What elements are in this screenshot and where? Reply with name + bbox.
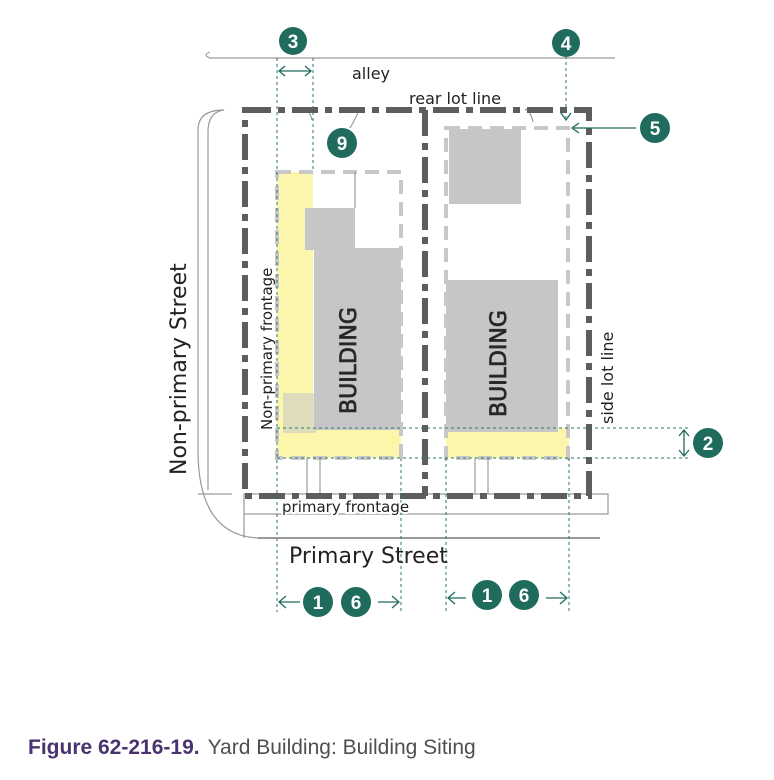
callout-2-circle bbox=[693, 428, 723, 458]
callout-5-number: 5 bbox=[650, 119, 661, 140]
dim-16-left-left-arrow bbox=[278, 595, 300, 609]
primary-building-left bbox=[314, 248, 401, 430]
figure-title: Yard Building: Building Siting bbox=[207, 736, 476, 759]
rear-lot-line-label: rear lot line bbox=[409, 89, 501, 108]
figure-caption: Figure 62-216-19. Yard Building: Building… bbox=[28, 736, 476, 760]
callout-1-left: 1 bbox=[303, 587, 333, 617]
callout-4-arrowhead bbox=[560, 112, 572, 122]
primary-building-right bbox=[446, 280, 558, 432]
callout-6-right-circle bbox=[509, 580, 539, 610]
callout-9-number: 9 bbox=[337, 134, 348, 155]
building-left-label: BUILDING bbox=[337, 307, 362, 414]
primary-building-left-annex bbox=[305, 208, 355, 250]
sidewalk-corner bbox=[198, 493, 609, 538]
front-yard-highlight-right bbox=[446, 428, 569, 458]
primary-frontage-label: primary frontage bbox=[282, 498, 409, 516]
callout-2-number: 2 bbox=[703, 434, 714, 455]
alley-label: alley bbox=[352, 64, 390, 83]
callout-markers: 3 4 5 9 2 1 6 1 bbox=[279, 27, 723, 617]
non-primary-street-curb-outer bbox=[197, 109, 600, 539]
non-primary-street-label: Non-primary Street bbox=[167, 263, 192, 475]
callout-9: 9 bbox=[327, 128, 357, 158]
callout-4-circle bbox=[552, 29, 580, 57]
figure-number: Figure 62-216-19. bbox=[28, 736, 200, 759]
callout-1-right-circle bbox=[472, 580, 502, 610]
callout-4: 4 bbox=[552, 29, 580, 57]
callout-3-number: 3 bbox=[288, 32, 299, 53]
callout-5-circle bbox=[640, 113, 670, 143]
callout-1-left-circle bbox=[303, 587, 333, 617]
callout-9-circle bbox=[327, 128, 357, 158]
callout-2: 2 bbox=[693, 428, 723, 458]
street-edges bbox=[197, 51, 615, 539]
callout-3: 3 bbox=[279, 27, 307, 55]
callout-1-left-number: 1 bbox=[313, 593, 324, 614]
lot-outer-boundary bbox=[242, 107, 592, 499]
primary-building-left-lower bbox=[283, 393, 316, 433]
dim-3-arrow bbox=[277, 65, 313, 77]
dim-16-right-left-arrow bbox=[447, 591, 466, 605]
callout-4-number: 4 bbox=[561, 34, 572, 55]
dim-16-left-right-arrow bbox=[378, 595, 400, 609]
callout-6-left-circle bbox=[341, 587, 371, 617]
dim-16-right-right-arrow bbox=[546, 591, 568, 605]
non-primary-frontage-label: Non-primary frontage bbox=[258, 268, 276, 430]
yard-building-right bbox=[449, 129, 521, 204]
callout-3-circle bbox=[279, 27, 307, 55]
callout-5-leader bbox=[570, 122, 636, 134]
callout-6-right: 6 bbox=[509, 580, 539, 610]
alley-edge bbox=[205, 51, 615, 59]
callout-6-left: 6 bbox=[341, 587, 371, 617]
primary-street-label: Primary Street bbox=[289, 544, 448, 569]
dimension-arrows bbox=[277, 65, 690, 609]
callout-1-right: 1 bbox=[472, 580, 502, 610]
dim-2-arrow bbox=[678, 428, 690, 458]
non-primary-street-curb-inner bbox=[207, 109, 225, 490]
callout-1-right-number: 1 bbox=[482, 586, 493, 607]
buildings bbox=[283, 129, 558, 433]
alley-apron-right bbox=[524, 108, 534, 123]
building-right-label: BUILDING bbox=[487, 310, 512, 417]
dimension-extensions bbox=[276, 56, 690, 612]
lot-lines bbox=[242, 107, 592, 499]
side-lot-line-label: side lot line bbox=[598, 332, 617, 424]
callout-5: 5 bbox=[640, 113, 670, 143]
callout-6-right-number: 6 bbox=[519, 586, 530, 607]
callout-6-left-number: 6 bbox=[351, 593, 362, 614]
